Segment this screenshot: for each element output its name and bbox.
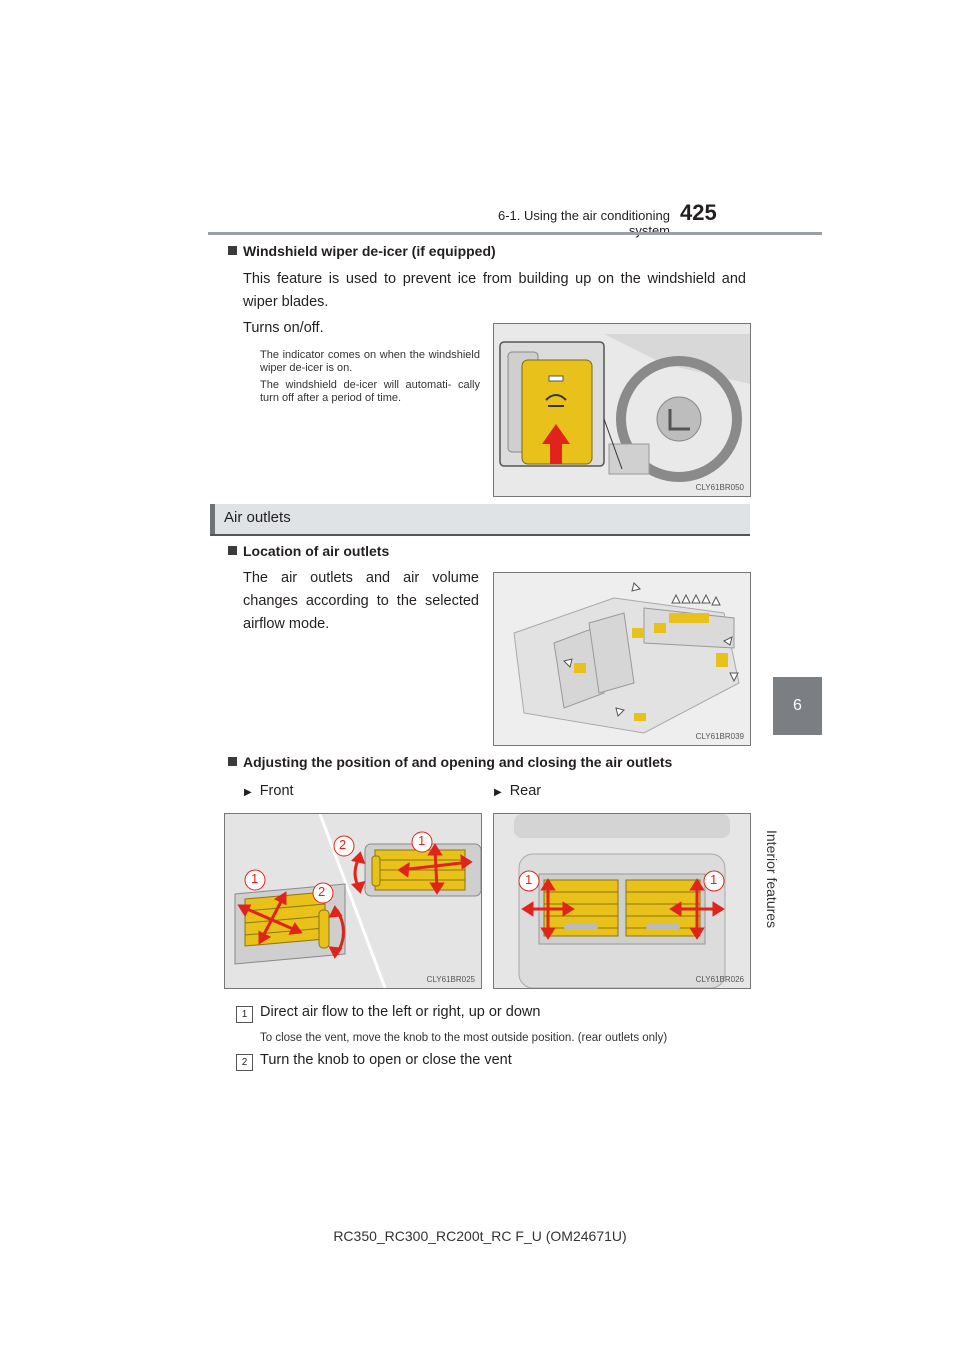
callout-2: 2 xyxy=(339,837,347,852)
section-bar-air-outlets: Air outlets xyxy=(210,504,750,536)
item1-text: Direct air flow to the left or right, up… xyxy=(260,1004,541,1020)
direction-arrows-icon xyxy=(237,843,473,959)
deicer-note-1: The indicator comes on when the windshie… xyxy=(260,349,480,374)
deicer-intro: This feature is used to prevent ice from… xyxy=(243,271,746,310)
deicer-figure-code: CLY61BR050 xyxy=(695,483,744,492)
callout-box-1: 1 xyxy=(236,1004,253,1023)
steering-wheel-icon xyxy=(616,356,742,482)
callout-1: 1 xyxy=(418,833,426,848)
rear-outlets-figure: 1 1 CLY61BR026 xyxy=(493,813,751,989)
deicer-turns: Turns on/off. xyxy=(243,320,324,336)
location-text: The air outlets and air volume changes a… xyxy=(243,570,479,632)
chapter-title: Interior features xyxy=(764,830,780,929)
triangle-bullet-icon: ▶ xyxy=(494,787,502,798)
item1-note: To close the vent, move the knob to the … xyxy=(260,1032,668,1044)
square-bullet-icon xyxy=(228,246,237,255)
callout-1: 1 xyxy=(710,872,718,887)
triangle-bullet-icon: ▶ xyxy=(244,787,252,798)
location-figure: CLY61BR039 xyxy=(493,572,751,746)
item2-text: Turn the knob to open or close the vent xyxy=(260,1052,512,1068)
location-figure-code: CLY61BR039 xyxy=(695,732,744,741)
callout-1: 1 xyxy=(525,872,533,887)
deicer-note-2: The windshield de-icer will automati- ca… xyxy=(260,379,480,404)
seat-icon xyxy=(588,612,635,694)
section-title: Air outlets xyxy=(224,509,291,526)
model-footer: RC350_RC300_RC200t_RC F_U (OM24671U) xyxy=(333,1228,627,1244)
header-rule xyxy=(208,232,822,235)
rear-label: ▶Rear xyxy=(494,783,542,799)
direction-arrows-icon xyxy=(521,878,725,940)
page-number: 425 xyxy=(680,200,717,225)
rear-figure-code: CLY61BR026 xyxy=(695,975,744,984)
deicer-heading: Windshield wiper de-icer (if equipped) xyxy=(228,243,496,259)
deicer-figure: CLY61BR050 xyxy=(493,323,751,497)
callout-1: 1 xyxy=(251,871,259,886)
front-outlets-figure: 2 1 1 2 CLY61BR025 xyxy=(224,813,482,989)
front-figure-code: CLY61BR025 xyxy=(426,975,475,984)
front-label: ▶Front xyxy=(244,783,294,799)
location-heading: Location of air outlets xyxy=(228,543,389,559)
press-arrow-icon xyxy=(542,424,570,464)
callout-box-2: 2 xyxy=(236,1052,253,1071)
callout-2: 2 xyxy=(318,884,326,899)
square-bullet-icon xyxy=(228,757,237,766)
chapter-tab: 6 xyxy=(773,677,822,735)
square-bullet-icon xyxy=(228,546,237,555)
adjust-heading: Adjusting the position of and opening an… xyxy=(228,754,672,770)
